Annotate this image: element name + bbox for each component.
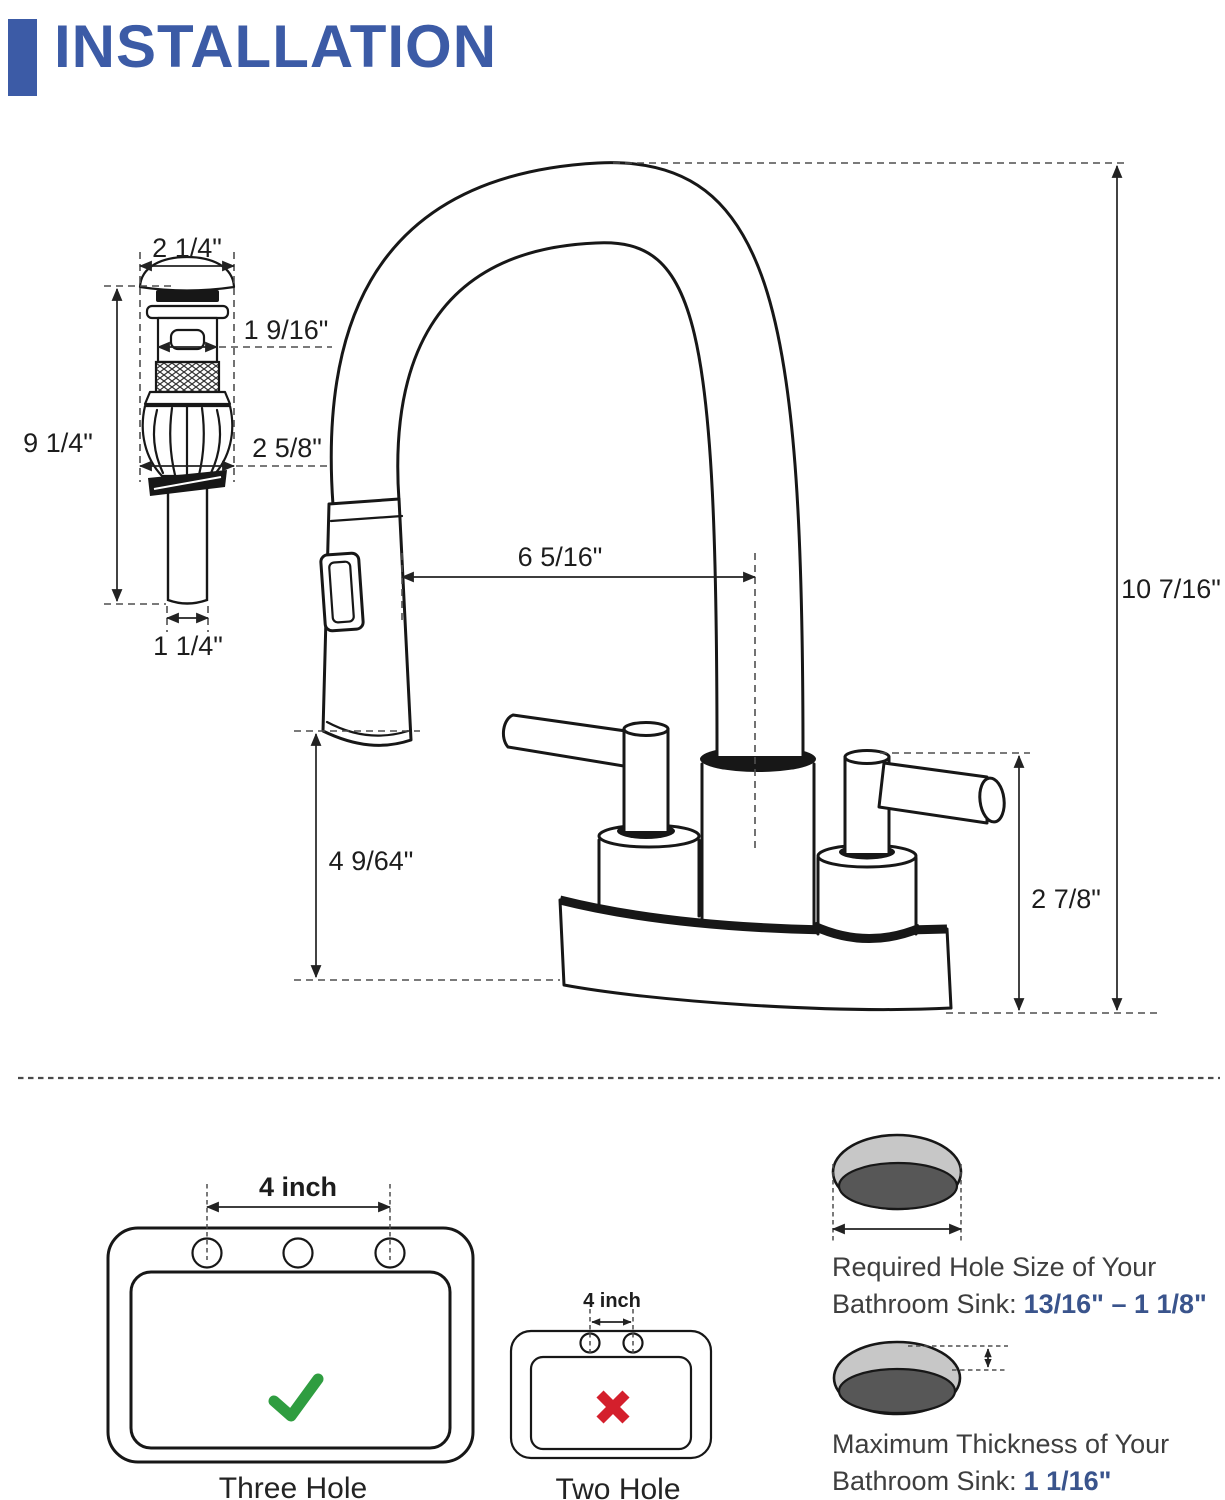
right-handle-lever <box>877 761 989 825</box>
drain-flange <box>145 304 230 320</box>
sprayer-face <box>325 720 410 737</box>
drain-assembly-drawing <box>138 255 236 605</box>
dim-spout-reach: 6 5/16" <box>518 542 603 572</box>
cross-icon <box>596 1390 630 1424</box>
thickness-line1: Maximum Thickness of Your <box>832 1429 1170 1459</box>
faucet-drawing <box>319 161 1006 1011</box>
dim-faucet-total-height: 10 7/16" <box>1121 574 1221 604</box>
title-accent-bar <box>8 19 37 96</box>
drain-gasket-highlight <box>153 476 222 490</box>
dim-drain-cap-width: 2 1/4" <box>152 233 222 263</box>
check-icon <box>268 1373 324 1422</box>
right-valve-base-band <box>812 921 922 943</box>
right-valve-body <box>816 856 918 936</box>
right-lever-endcap <box>978 776 1006 824</box>
hole-size-illustration <box>831 1133 963 1241</box>
sprayer-button <box>319 551 365 633</box>
hole-size-requirement: Required Hole Size of Your Bathroom Sink… <box>832 1249 1225 1323</box>
left-handle-stem <box>622 727 670 833</box>
three-hole-sink-basin <box>129 1270 452 1450</box>
two-hole-sink-diagram: 4 inch Two Hole <box>509 1290 713 1500</box>
drain-oring <box>156 290 219 302</box>
hole-size-line2: Bathroom Sink:13/16" – 1 1/8" <box>832 1289 1207 1319</box>
page-title: INSTALLATION <box>54 13 498 80</box>
drain-tail-pipe <box>166 482 209 605</box>
dim-handle-height: 2 7/8" <box>1031 884 1101 914</box>
dim-drain-body-width: 1 9/16" <box>244 315 329 345</box>
sprayer-seam <box>329 514 404 523</box>
three-hole-center-hole <box>282 1237 314 1269</box>
three-hole-spacing-label: 4 inch <box>259 1172 337 1202</box>
dim-drain-height: 9 1/4" <box>23 428 93 458</box>
left-valve-body <box>597 838 701 918</box>
hole-size-value: 13/16" – 1 1/8" <box>1023 1289 1207 1319</box>
center-column <box>700 762 816 934</box>
sink-rim-opening <box>837 1367 957 1415</box>
drain-threads <box>154 360 221 394</box>
faucet-dimensions: 10 7/16" 2 7/8" 6 5/16" 4 9/64" <box>294 162 1221 1014</box>
three-hole-left-hole <box>191 1237 223 1269</box>
thickness-illustration <box>832 1340 1008 1416</box>
thickness-requirement: Maximum Thickness of Your Bathroom Sink:… <box>832 1426 1225 1500</box>
drain-body <box>156 316 219 364</box>
three-hole-label: Three Hole <box>219 1472 367 1500</box>
hole-size-line1: Required Hole Size of Your <box>832 1252 1157 1282</box>
thickness-line2: Bathroom Sink:1 1/16" <box>832 1466 1112 1496</box>
thickness-value: 1 1/16" <box>1023 1466 1112 1496</box>
left-handle-lever <box>501 713 642 770</box>
two-hole-spacing-label: 4 inch <box>583 1290 641 1312</box>
spout-inner-curve <box>396 241 719 758</box>
two-hole-label: Two Hole <box>555 1473 680 1500</box>
drain-coupling <box>143 390 232 406</box>
dim-spout-height: 4 9/64" <box>329 846 414 876</box>
drain-dimensions: 2 1/4" 9 1/4" 1 9/16" 2 5/8" 1 1/4" <box>23 233 333 661</box>
right-stem-cap <box>843 749 891 765</box>
three-hole-right-hole <box>374 1237 406 1269</box>
dim-drain-basket-width: 2 5/8" <box>252 433 322 463</box>
hole-opening <box>837 1161 959 1211</box>
dim-drain-tail-width: 1 1/4" <box>153 631 223 661</box>
left-stem-cap <box>622 721 670 737</box>
three-hole-sink-diagram: 4 inch Three Hole <box>106 1172 475 1500</box>
